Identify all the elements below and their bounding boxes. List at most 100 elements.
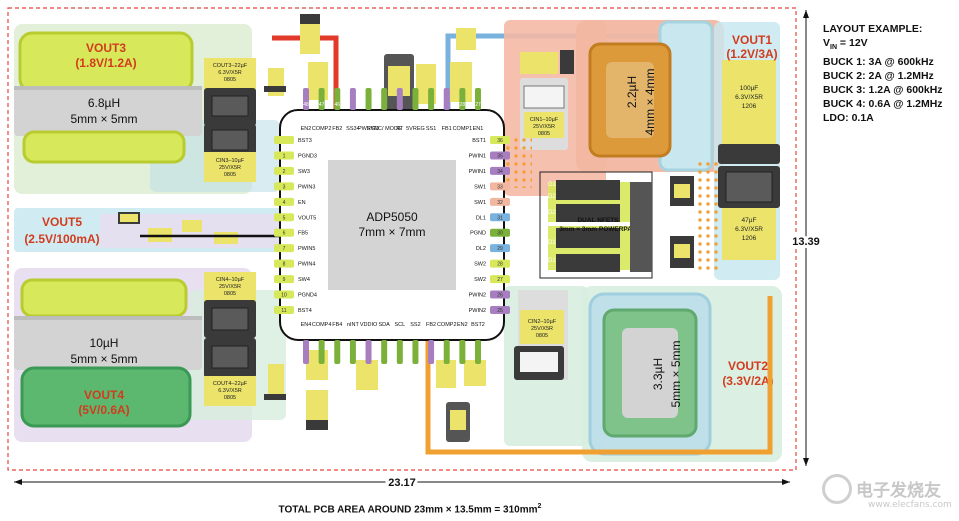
pin-label-left: EN bbox=[298, 200, 306, 206]
pin-number-right: 30 bbox=[497, 231, 503, 237]
inductor2-value: 3.3µH bbox=[651, 358, 665, 390]
fet-label-2: 3mm × 3mm POWERPAK bbox=[559, 226, 637, 233]
pin-number-right: 36 bbox=[497, 138, 503, 144]
cin2-label: CIN2–10µF bbox=[528, 319, 557, 325]
pin-pad-bottom bbox=[443, 340, 450, 364]
pin-number-left: 9 bbox=[283, 277, 286, 283]
pin-pad-right bbox=[490, 197, 510, 206]
pin-label-top: SS1 bbox=[426, 126, 436, 132]
pin-pad-left bbox=[274, 259, 294, 268]
pin-label-top: PWRGD bbox=[358, 126, 379, 132]
watermark-text: 电子发烧友 bbox=[856, 481, 941, 501]
pin-pad-top bbox=[349, 88, 356, 110]
vout4-inductor-pad-top bbox=[20, 278, 188, 318]
svg-text:25V/X5R: 25V/X5R bbox=[219, 284, 241, 290]
pin-label-right: DL1 bbox=[476, 215, 486, 221]
pin-pad-right bbox=[490, 151, 510, 160]
pin-label-right: PWIN2 bbox=[469, 308, 486, 314]
pin-pad-bottom bbox=[349, 340, 356, 364]
vout2-spec: (3.3V/2A) bbox=[722, 374, 773, 388]
pin-number-left: 7 bbox=[283, 246, 286, 252]
pin-label-bottom: SS2 bbox=[410, 322, 420, 328]
pin-pad-top bbox=[443, 88, 450, 110]
svg-text:6.3V/X5R: 6.3V/X5R bbox=[218, 388, 242, 394]
pin-label-right: PGND bbox=[470, 231, 486, 237]
pin-pad-top bbox=[365, 88, 372, 110]
pin-label-right: SW1 bbox=[474, 184, 486, 190]
pin-label-left: SW3 bbox=[298, 169, 310, 175]
pin-label-bottom: SDA bbox=[379, 322, 391, 328]
ic-name: ADP5050 bbox=[366, 210, 418, 224]
pin-number-right: 34 bbox=[497, 169, 503, 175]
buck4-spec: BUCK 4: 0.6A @ 1.2MHz bbox=[823, 98, 943, 111]
vout4-spec: (5V/0.6A) bbox=[78, 403, 129, 417]
pin-label-left: BST4 bbox=[298, 308, 312, 314]
pin-number-left: 1 bbox=[283, 153, 286, 159]
pin-number-left: 3 bbox=[283, 184, 286, 190]
pin-label-top: COMP1 bbox=[453, 126, 473, 132]
pin-label-top: SYNC/ MODE bbox=[367, 126, 402, 132]
pin-label-right: SW2 bbox=[474, 262, 486, 268]
svg-text:1206: 1206 bbox=[742, 103, 757, 110]
svg-text:D2: D2 bbox=[548, 194, 556, 200]
vout5-label: VOUT5 bbox=[42, 215, 82, 229]
svg-text:D1: D1 bbox=[548, 258, 556, 264]
vout1-label: VOUT1 bbox=[732, 33, 772, 47]
pin-label-bottom: BST2 bbox=[471, 322, 485, 328]
cout1-capacitor bbox=[722, 60, 776, 144]
svg-text:25V/X5R: 25V/X5R bbox=[531, 326, 553, 332]
pin-label-right: PWIN1 bbox=[469, 169, 486, 175]
pin-number-top: 47 bbox=[319, 102, 325, 108]
cin3-label: CIN3–10µF bbox=[216, 158, 245, 164]
pin-number-top: 28 bbox=[460, 102, 466, 108]
pin-pad-left bbox=[274, 151, 294, 160]
pin-number-right: 32 bbox=[497, 200, 503, 206]
pin-number-right: 33 bbox=[497, 184, 503, 190]
pin-label-bottom: COMP4 bbox=[312, 322, 332, 328]
fet-label-1: DUAL NFETS bbox=[577, 217, 619, 224]
pin-pad-left bbox=[274, 136, 294, 144]
layout-example-notes: LAYOUT EXAMPLE: VIN = 12V BUCK 1: 3A @ 6… bbox=[823, 22, 957, 125]
svg-text:25V/X5R: 25V/X5R bbox=[533, 124, 555, 130]
pin-pad-right bbox=[490, 182, 510, 191]
pin-label-left: PWIN4 bbox=[298, 262, 315, 268]
pin-pad-bottom bbox=[381, 340, 388, 364]
pin-number-left: 11 bbox=[281, 308, 286, 314]
svg-text:D1: D1 bbox=[548, 240, 556, 246]
pin-number-right: 27 bbox=[497, 277, 503, 283]
pin-label-left: PGND4 bbox=[298, 293, 317, 299]
pin-label-left: VOUT5 bbox=[298, 215, 316, 221]
pin-label-top: SS34 bbox=[346, 126, 359, 132]
pin-number-top: 48 bbox=[303, 102, 309, 108]
inductor1-size: 4mm × 4mm bbox=[643, 68, 657, 135]
inductor3-size: 5mm × 5mm bbox=[70, 112, 137, 126]
buck3-spec: BUCK 3: 1.2A @ 600kHz bbox=[823, 84, 943, 97]
pin-pad-right bbox=[490, 290, 510, 299]
pin-pad-bottom bbox=[475, 340, 481, 364]
ldo-spec: LDO: 0.1A bbox=[823, 112, 874, 125]
pin-label-bottom: EN4 bbox=[301, 322, 312, 328]
pin-pad-top bbox=[381, 88, 388, 110]
pin-label-top: 5VREG bbox=[406, 126, 425, 132]
pin-label-bottom: EN2 bbox=[457, 322, 468, 328]
pin-pad-left bbox=[274, 182, 294, 191]
inductor4-size: 5mm × 5mm bbox=[70, 352, 137, 366]
pin-number-right: 28 bbox=[497, 262, 503, 268]
ic-size: 7mm × 7mm bbox=[358, 225, 425, 239]
pin-number-right: 35 bbox=[497, 153, 503, 159]
pin-pad-top bbox=[459, 88, 466, 110]
pin-number-left: 10 bbox=[281, 293, 287, 299]
pin-label-top: FB2 bbox=[332, 126, 342, 132]
pin-pad-top bbox=[412, 88, 419, 110]
pin-pad-bottom bbox=[412, 340, 419, 364]
buck2-spec: BUCK 2: 2A @ 1.2MHz bbox=[823, 70, 934, 83]
pin-label-left: PGND3 bbox=[298, 153, 317, 159]
vout3-inductor-pad-bottom bbox=[22, 130, 186, 164]
pin-pad-top bbox=[318, 88, 325, 110]
pin-pad-left bbox=[274, 290, 294, 299]
pin-label-left: BST3 bbox=[298, 138, 312, 144]
svg-text:G1: G1 bbox=[548, 182, 557, 188]
pin-pad-left bbox=[274, 244, 294, 253]
height-dimension: 13.39 bbox=[792, 236, 820, 248]
